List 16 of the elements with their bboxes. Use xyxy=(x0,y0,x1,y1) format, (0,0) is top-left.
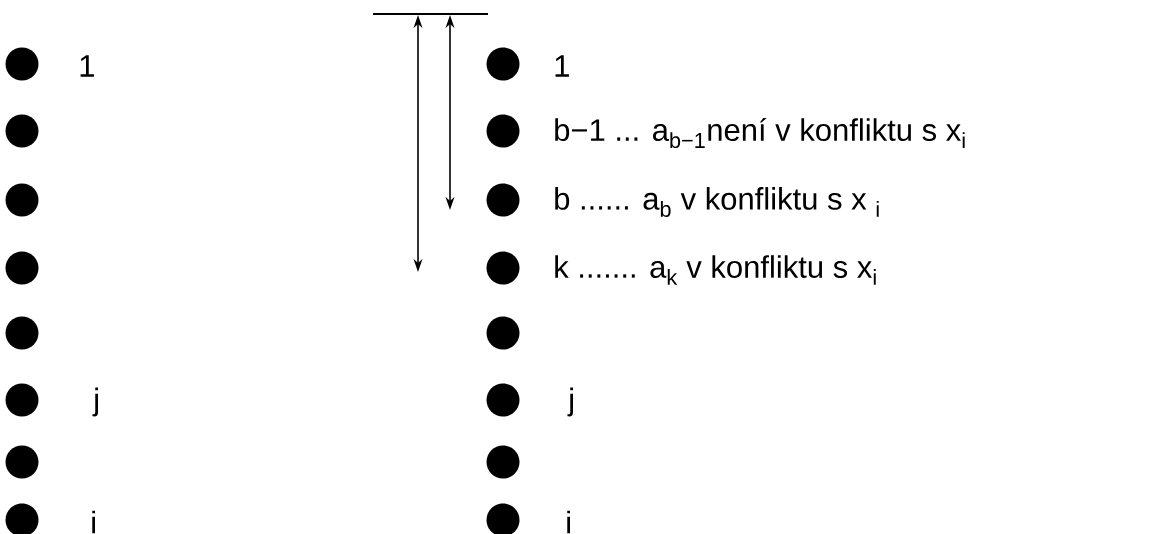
row-label: b ...... a$_{b}$ v konfliktu s x $_{i}$ xyxy=(555,187,879,217)
dot xyxy=(5,251,39,285)
dot xyxy=(486,445,520,479)
row-label: 1 xyxy=(80,55,94,77)
dot xyxy=(5,445,39,479)
row-label: k ....... a$_{k}$ v konfliktu s x$_{i}$ xyxy=(555,255,876,285)
dot xyxy=(5,114,39,148)
dot xyxy=(5,316,39,350)
row-label: b−1 ... a$_{b−1}$není v konfliktu s x$_{i}$ xyxy=(555,117,965,149)
row-label: i xyxy=(92,510,95,534)
row-label: 1 xyxy=(555,55,569,77)
row-label: i xyxy=(567,510,570,534)
dot xyxy=(486,316,520,350)
row-label: j xyxy=(92,387,98,417)
row-label: j xyxy=(567,387,573,417)
dot xyxy=(5,183,39,217)
